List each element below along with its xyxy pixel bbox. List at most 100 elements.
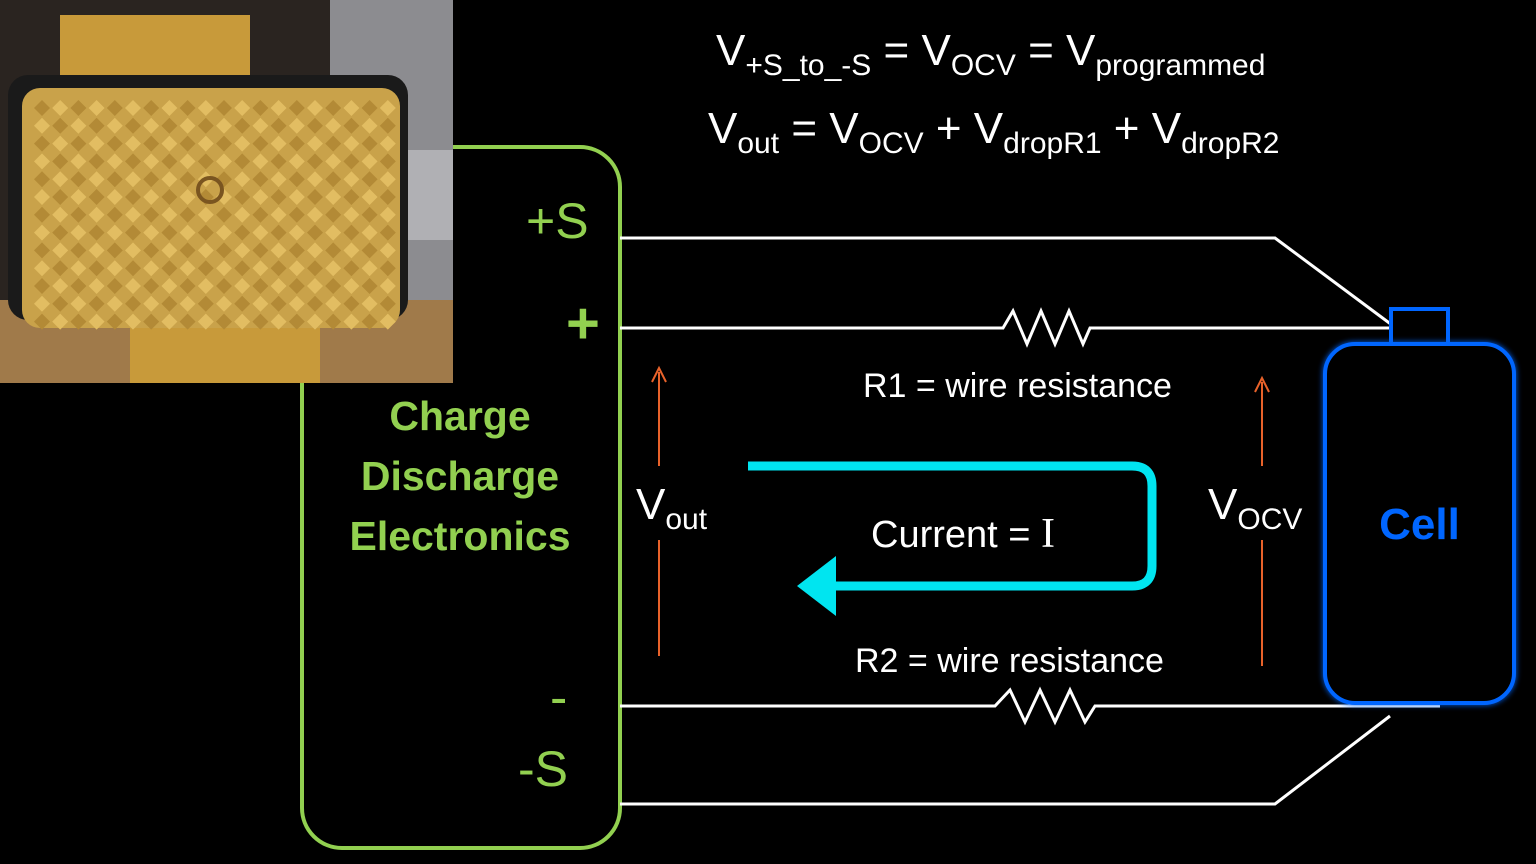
- gold-pin: [161, 278, 178, 294]
- gold-pin: [307, 260, 323, 277]
- gold-pin: [143, 206, 160, 223]
- vocv-arrow: [1254, 375, 1270, 666]
- gold-pin: [143, 278, 160, 294]
- gold-pin: [197, 153, 214, 170]
- gold-pin: [161, 117, 178, 134]
- gold-pin: [106, 206, 123, 223]
- gold-pin: [179, 278, 196, 294]
- gold-pin: [70, 171, 87, 188]
- gold-pin: [379, 171, 396, 188]
- gold-pin: [52, 117, 69, 134]
- gold-pin: [270, 224, 287, 241]
- gold-pin: [52, 313, 69, 330]
- gold-pin: [343, 189, 360, 205]
- gold-pin: [161, 153, 178, 170]
- gold-pin: [179, 242, 196, 259]
- gold-pin: [343, 153, 360, 170]
- gold-pin: [197, 206, 214, 223]
- gold-pin: [143, 189, 160, 205]
- gold-pin: [143, 100, 160, 116]
- gold-pin: [379, 295, 396, 312]
- gold-pin: [361, 242, 378, 259]
- gold-pin: [161, 260, 178, 277]
- gold-pin: [252, 242, 269, 259]
- gold-pin: [88, 171, 105, 188]
- gold-pin: [34, 313, 50, 330]
- gold-pin: [88, 189, 105, 205]
- gold-pin: [252, 295, 269, 312]
- gold-pin: [234, 135, 251, 152]
- gold-pin: [307, 206, 323, 223]
- gold-pin: [270, 100, 287, 116]
- gold-pin: [52, 171, 69, 188]
- gold-pin: [288, 295, 305, 312]
- gold-pin: [379, 224, 396, 241]
- gold-pin: [70, 100, 87, 116]
- gold-pin: [343, 224, 360, 241]
- gold-pin: [216, 278, 232, 294]
- gold-pin: [325, 189, 342, 205]
- gold-pin: [197, 313, 214, 330]
- gold-pin: [234, 206, 251, 223]
- gold-pin: [161, 189, 178, 205]
- terminal-plus-sense: +S: [526, 193, 589, 249]
- gold-pin: [197, 135, 214, 152]
- gold-pin: [106, 242, 123, 259]
- cell-label: Cell: [1379, 500, 1460, 549]
- gold-pin: [125, 135, 141, 152]
- gold-pin: [307, 100, 323, 116]
- gold-pin: [379, 313, 396, 330]
- gold-pin: [288, 117, 305, 134]
- gold-pin: [361, 171, 378, 188]
- gold-pin: [125, 295, 141, 312]
- gold-pin: [252, 117, 269, 134]
- gold-pin: [234, 171, 251, 188]
- gold-pin: [216, 295, 232, 312]
- gold-pin: [125, 224, 141, 241]
- gold-pin: [197, 117, 214, 134]
- gold-pin: [125, 260, 141, 277]
- gold-pin: [125, 189, 141, 205]
- gold-pin: [70, 135, 87, 152]
- gold-pin: [270, 260, 287, 277]
- gold-pin: [34, 100, 50, 116]
- gold-pin: [70, 278, 87, 294]
- vout-label: Vout: [636, 480, 708, 536]
- gold-pin: [179, 117, 196, 134]
- terminal-minus-sense: -S: [518, 741, 568, 797]
- gold-pin: [106, 260, 123, 277]
- minus-wire-r2: [620, 686, 1440, 726]
- gold-pin: [34, 153, 50, 170]
- gold-pin: [343, 242, 360, 259]
- gold-pin: [270, 171, 287, 188]
- gold-pin: [379, 189, 396, 205]
- gold-pin: [343, 295, 360, 312]
- gold-pin: [70, 117, 87, 134]
- gold-pin: [379, 260, 396, 277]
- gold-pin: [125, 278, 141, 294]
- gold-pin: [70, 206, 87, 223]
- cell-body: [1323, 342, 1516, 705]
- gold-pin: [288, 171, 305, 188]
- gold-pin: [143, 117, 160, 134]
- gold-pin: [234, 278, 251, 294]
- gold-pin: [161, 171, 178, 188]
- gold-pin: [34, 278, 50, 294]
- gold-pin: [70, 153, 87, 170]
- gold-pin: [197, 100, 214, 116]
- gold-pin: [234, 242, 251, 259]
- gold-pin: [307, 278, 323, 294]
- gold-pin: [34, 171, 50, 188]
- gold-pin: [197, 278, 214, 294]
- gold-pin: [143, 153, 160, 170]
- gold-pin: [361, 135, 378, 152]
- gold-pin: [234, 224, 251, 241]
- gold-pin: [216, 135, 232, 152]
- gold-pin: [252, 224, 269, 241]
- gold-pin: [252, 189, 269, 205]
- current-arrow: [748, 461, 1157, 616]
- gold-pin: [197, 260, 214, 277]
- gold-pin: [270, 189, 287, 205]
- gold-pin: [379, 153, 396, 170]
